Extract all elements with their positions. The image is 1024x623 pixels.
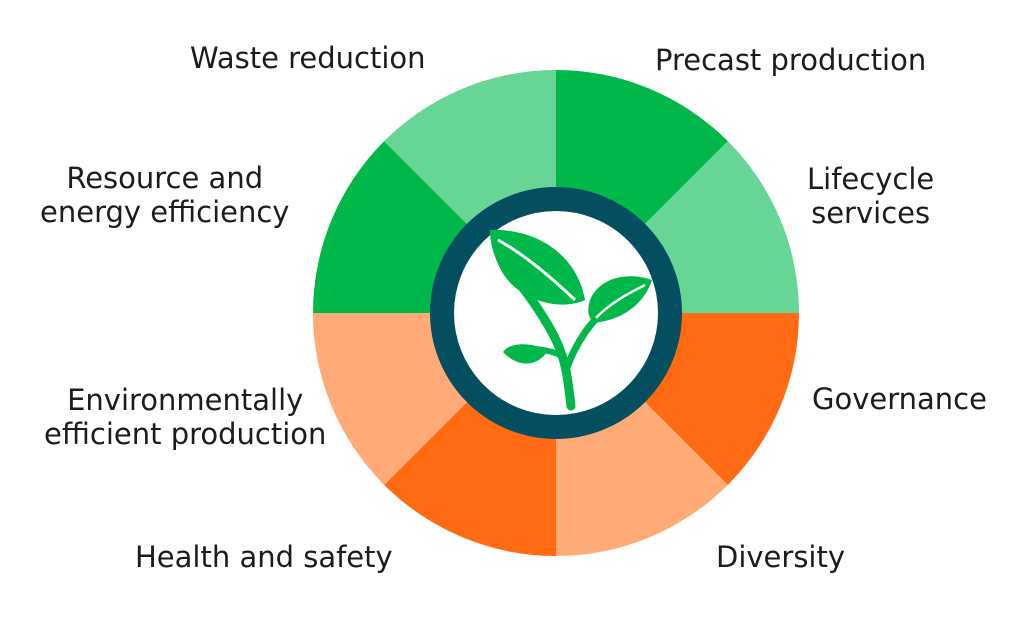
label-line: services	[811, 196, 931, 230]
label-line: Resource and	[66, 161, 264, 195]
label-resource-energy-efficiency: Resource and energy efficiency	[40, 161, 289, 229]
label-health-and-safety: Health and safety	[135, 540, 393, 574]
plant-sprout-icon	[490, 229, 652, 411]
label-line: energy efficiency	[40, 195, 290, 229]
label-line: efficient production	[44, 417, 327, 451]
label-precast-production: Precast production	[655, 43, 927, 77]
label-line: Environmentally	[67, 383, 304, 417]
label-line: Lifecycle	[807, 162, 935, 196]
label-lifecycle-services: Lifecycle services	[807, 162, 934, 230]
label-governance: Governance	[812, 382, 987, 416]
label-environmentally-efficient-production: Environmentally efficient production	[44, 383, 326, 451]
center-ring	[430, 187, 682, 439]
label-waste-reduction: Waste reduction	[190, 41, 426, 75]
label-diversity: Diversity	[716, 540, 846, 574]
